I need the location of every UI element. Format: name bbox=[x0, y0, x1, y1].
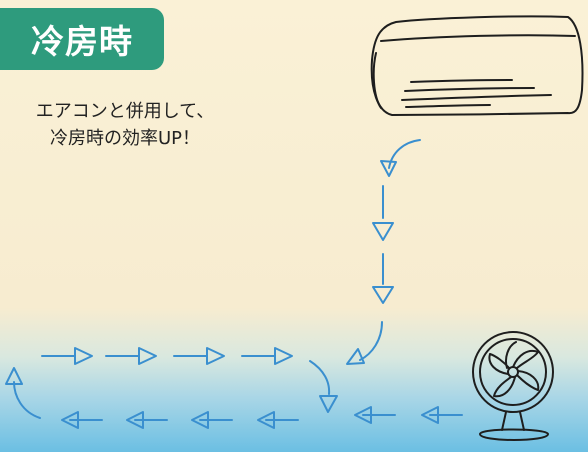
airflow-arrow bbox=[241, 347, 293, 365]
caption-line-1: エアコンと併用して、 bbox=[35, 101, 215, 122]
airflow-arrow bbox=[380, 139, 421, 177]
airflow-arrow bbox=[191, 411, 233, 429]
airflow-arrow bbox=[421, 406, 463, 424]
caption: エアコンと併用して、 冷房時の効率UP！ bbox=[10, 98, 240, 152]
airflow-arrow bbox=[41, 347, 93, 365]
airflow-arrow bbox=[372, 185, 394, 241]
airflow-arrow bbox=[354, 406, 396, 424]
airflow-arrow bbox=[173, 347, 225, 365]
airflow-arrow bbox=[5, 367, 41, 419]
caption-line-2: 冷房時の効率UP！ bbox=[49, 128, 201, 149]
airflow-arrows bbox=[5, 139, 463, 429]
airflow-arrow bbox=[309, 360, 338, 413]
airflow-arrow bbox=[372, 253, 394, 304]
airflow-arrow bbox=[257, 411, 299, 429]
airflow-arrow bbox=[126, 411, 168, 429]
airflow-arrow bbox=[61, 411, 103, 429]
airflow-arrow bbox=[346, 321, 383, 365]
mode-badge: 冷房時 bbox=[0, 8, 164, 70]
fan-icon bbox=[472, 331, 554, 441]
airflow-arrow bbox=[105, 347, 157, 365]
air-conditioner-icon bbox=[370, 15, 584, 116]
mode-badge-label: 冷房時 bbox=[31, 22, 133, 61]
